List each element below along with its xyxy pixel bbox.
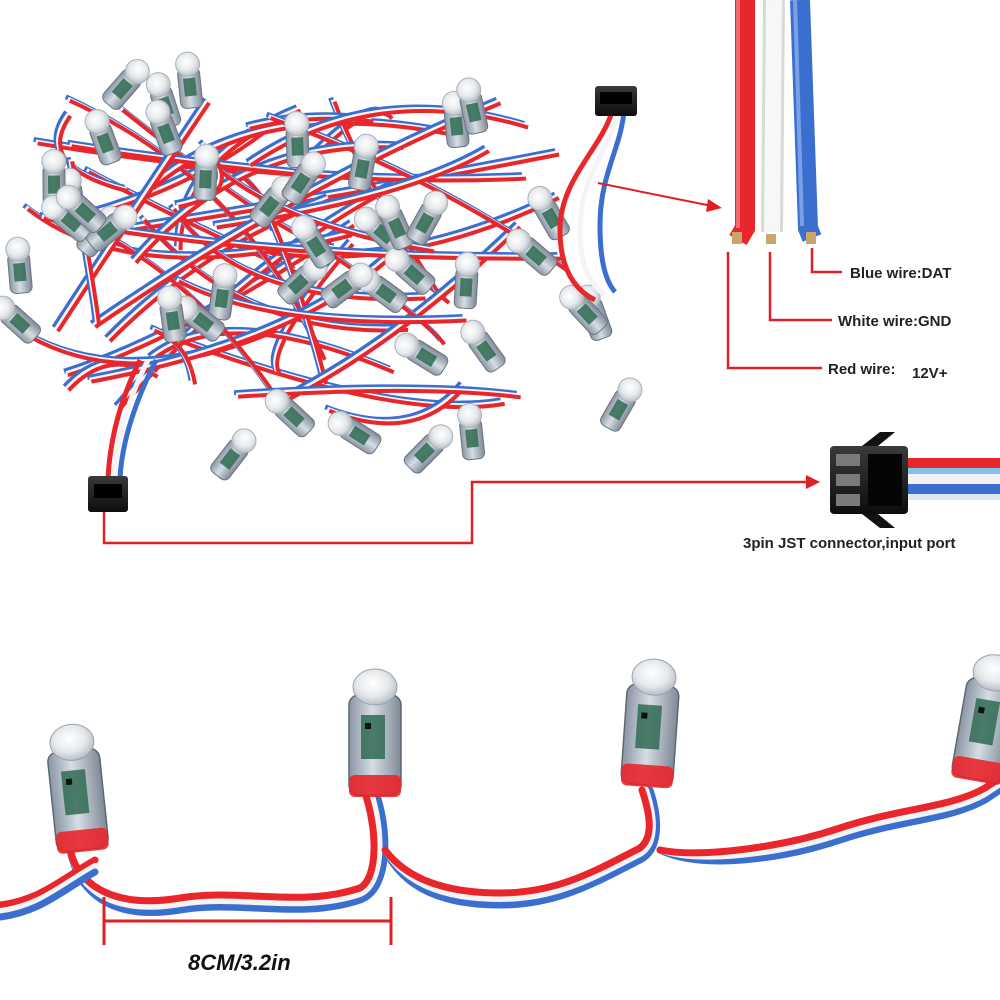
led-pixel [47, 723, 109, 854]
led-pixel [0, 295, 41, 344]
wire-strand [153, 328, 198, 385]
pointer-to-connector [102, 475, 820, 545]
led-pixel [600, 377, 643, 432]
led-pixel [327, 410, 382, 455]
led-pixel [456, 77, 489, 135]
led-pixel [375, 194, 415, 251]
led-pixel [559, 284, 608, 336]
wire-strand [117, 182, 402, 411]
led-pixel [384, 247, 436, 295]
led-pixel [348, 668, 402, 797]
led-pixel [193, 143, 220, 201]
spacing-label: 8CM/3.2in [188, 950, 291, 975]
led-pixel [175, 51, 204, 109]
led-pixel-chain [47, 654, 1000, 854]
red-wire-label: Red wire: [828, 361, 896, 378]
led-pixel [55, 184, 107, 233]
wire-strand [249, 116, 374, 131]
blue-wire-label: Blue wire:DAT [850, 265, 951, 282]
red-wire-voltage: 12V+ [912, 365, 948, 382]
led-pixel [84, 109, 122, 166]
three-wire-closeup [729, 0, 822, 246]
spacing-dimension [102, 897, 393, 945]
wire-strand [275, 242, 355, 375]
led-pixel [620, 658, 680, 789]
wire-label-leaders [726, 248, 842, 370]
led-pixel [145, 99, 183, 156]
led-pixel [506, 228, 558, 276]
wire-strand [177, 279, 467, 325]
led-pixel [403, 424, 454, 474]
wire-strand [249, 109, 529, 168]
led-pixel [264, 388, 315, 438]
connector-label: 3pin JST connector,input port [743, 535, 956, 552]
led-pixel [291, 215, 336, 269]
led-pixel [394, 332, 449, 376]
bundle-output-connector [557, 86, 637, 303]
led-pixel [157, 285, 187, 343]
led-pixel [5, 236, 33, 295]
bundle-input-connector [88, 358, 159, 512]
led-pixel [85, 204, 138, 252]
pointer-to-wires [597, 182, 722, 212]
led-pixel [281, 151, 326, 205]
led-pixel [951, 654, 1000, 785]
led-pixel-bundle-photo [0, 51, 643, 481]
led-pixel [102, 59, 150, 110]
led-pixel [208, 263, 238, 321]
led-pixel-chain-photo [0, 774, 1000, 921]
white-wire-label: White wire:GND [838, 313, 952, 330]
led-pixel [210, 428, 257, 481]
led-pixel [348, 133, 379, 192]
led-pixel [320, 262, 373, 309]
led-pixel [460, 319, 506, 373]
led-pixel [457, 402, 486, 461]
led-pixel [406, 190, 449, 246]
jst-3pin-connector [830, 432, 1000, 528]
led-pixel [453, 251, 480, 310]
